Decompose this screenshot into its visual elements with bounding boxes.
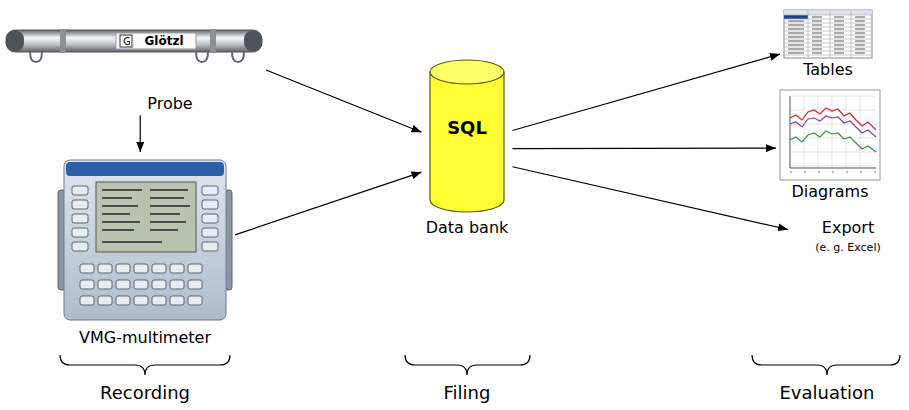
output-node: Tables (780, 8, 876, 81)
stage-label: Evaluation (780, 382, 875, 404)
device-body (64, 160, 226, 320)
node-label: VMG-multimeter (79, 328, 211, 347)
probe-collar (210, 29, 216, 53)
flow-arrow (513, 54, 781, 130)
probe-collar (60, 29, 66, 53)
probe-rod (6, 30, 262, 52)
node-label: Probe (147, 94, 192, 113)
table-header (784, 10, 872, 15)
chart-frame (780, 90, 880, 180)
flow-arrow (513, 148, 777, 150)
chart-thumbnail (780, 90, 880, 180)
node-label: Data bank (426, 218, 509, 237)
logo-mark (120, 35, 132, 47)
probe-end-cap (244, 31, 262, 51)
shape-label: SQL (447, 117, 487, 139)
picture-area (780, 8, 876, 60)
cylinder-body (430, 72, 504, 212)
chart-line (790, 131, 876, 152)
output-node: Export (e. g. Excel) (788, 218, 908, 256)
flow-arrow (235, 172, 422, 235)
cylinder-top (430, 60, 504, 84)
logo-text: Glötzl (144, 34, 183, 48)
probe-loop (30, 52, 42, 62)
table-frame (784, 10, 872, 58)
table-grid (784, 10, 872, 58)
picture-area (55, 152, 235, 328)
stage-label: Recording (100, 382, 190, 404)
multimeter-picture (58, 160, 232, 320)
picture-area (4, 10, 266, 94)
table-highlight (784, 15, 808, 19)
database-cylinder (430, 60, 504, 212)
flow-arrow (140, 115, 141, 152)
probe-loop (196, 52, 208, 62)
group-bracket (752, 355, 900, 375)
device-keys (72, 186, 218, 305)
node-label: Diagrams (791, 182, 868, 201)
probe-end-cap (6, 31, 24, 51)
chart-grid (790, 96, 876, 168)
table-thumbnail (784, 10, 872, 58)
picture-area (776, 86, 884, 182)
flow-arrow (266, 70, 422, 132)
logo-mark (124, 38, 129, 45)
node-label: (e. g. Excel) (815, 241, 880, 254)
chart-axes (790, 96, 876, 168)
node-label: Tables (803, 60, 853, 79)
probe-loop (232, 52, 244, 62)
node-label: Export (822, 218, 874, 237)
flow-arrow (513, 167, 789, 230)
group-bracket (60, 355, 230, 375)
multimeter-node: VMG-multimeter (55, 152, 235, 349)
probe-node: Probe (4, 10, 266, 115)
device-top-strip (66, 162, 224, 176)
output-node: Diagrams (776, 86, 884, 203)
chart-ticks (790, 172, 876, 173)
stage-label: Filing (444, 382, 491, 404)
screen-lines (102, 190, 190, 242)
device-screen (96, 182, 196, 252)
table-cell-marks (788, 17, 865, 53)
probe-picture (6, 29, 262, 62)
database-node: SQL Data bank (422, 58, 513, 239)
group-bracket (405, 355, 530, 375)
logo-panel (116, 33, 196, 49)
